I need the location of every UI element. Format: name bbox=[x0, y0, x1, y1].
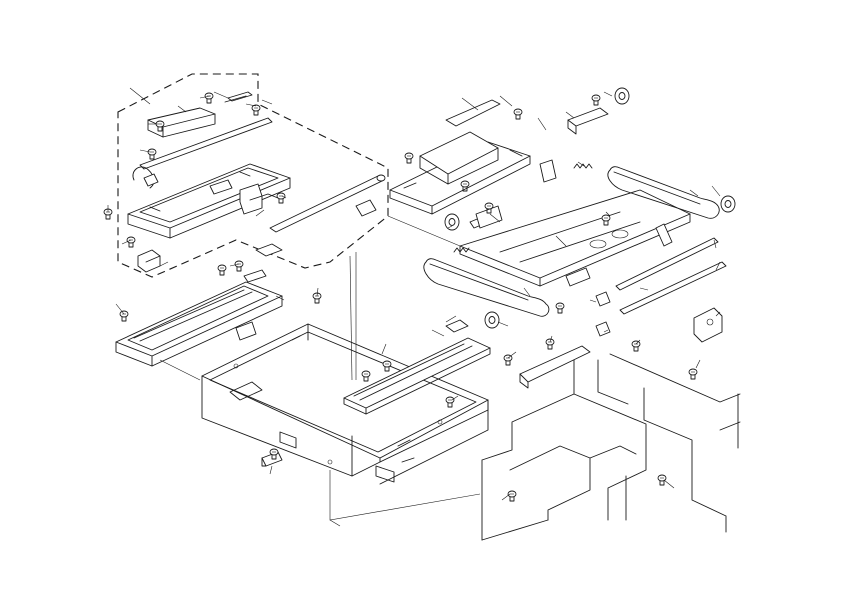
callout-leader-line bbox=[689, 189, 699, 197]
callout-leader-line bbox=[603, 91, 613, 97]
callout-leader-line bbox=[711, 185, 721, 197]
callout-leader-line bbox=[316, 287, 319, 297]
screw-icon bbox=[217, 264, 227, 276]
callout-leader-line bbox=[115, 303, 125, 315]
callout-leader-line bbox=[635, 339, 641, 345]
screw-icon bbox=[361, 370, 371, 382]
callout-leader-line bbox=[501, 493, 511, 501]
timing-belt-icon bbox=[423, 166, 720, 317]
screw-icon bbox=[484, 202, 494, 214]
callout-leader-line bbox=[447, 225, 453, 229]
screw-icon bbox=[591, 94, 601, 106]
callout-leader-line bbox=[589, 299, 597, 303]
screw-icon bbox=[631, 340, 641, 352]
screw-icon bbox=[126, 236, 136, 248]
screw-icon bbox=[119, 310, 129, 322]
callout-leader-line bbox=[229, 263, 240, 267]
callout-leader-line bbox=[159, 261, 169, 267]
callout-leader-line bbox=[715, 311, 721, 317]
callout-leader-line bbox=[255, 209, 265, 217]
callout-leader-line bbox=[663, 479, 675, 489]
callout-leader-line bbox=[555, 235, 567, 247]
callout-leader-line bbox=[639, 287, 649, 291]
screw-icon bbox=[269, 448, 279, 460]
subassembly-boundary bbox=[117, 73, 389, 278]
screw-icon bbox=[555, 302, 565, 314]
screw-icon bbox=[234, 260, 244, 272]
callout-leader-line bbox=[139, 149, 151, 153]
frame-icon bbox=[201, 323, 489, 485]
scanner-housing bbox=[389, 99, 531, 215]
screw-icon bbox=[460, 180, 470, 192]
callout-leader-line bbox=[199, 95, 211, 99]
callout-leader-line bbox=[275, 295, 285, 301]
screw-icon bbox=[445, 396, 455, 408]
callout-leader-line bbox=[713, 239, 717, 249]
callout-leader-line bbox=[605, 211, 611, 217]
callout-leader-line bbox=[431, 329, 445, 337]
scanner-slide-plate bbox=[343, 319, 491, 415]
callout-leader-line bbox=[245, 103, 257, 107]
callout-leader-line bbox=[177, 105, 187, 113]
callout-leader-line bbox=[461, 97, 479, 111]
screw-icon bbox=[147, 148, 157, 160]
callout-leader-line bbox=[507, 351, 517, 359]
callout-leader-line bbox=[577, 161, 585, 167]
callout-leader-line bbox=[497, 321, 509, 327]
screw-icon bbox=[507, 490, 517, 502]
gear-icon bbox=[444, 87, 736, 329]
callout-leader-line bbox=[445, 315, 457, 323]
callout-leader-line bbox=[281, 195, 287, 199]
bracket-icon bbox=[261, 107, 611, 467]
callout-leader-line bbox=[549, 335, 553, 343]
callout-leader-line bbox=[603, 329, 609, 333]
callout-leader-line bbox=[381, 343, 387, 355]
screw-icon bbox=[382, 360, 392, 372]
screw-icon bbox=[545, 338, 555, 350]
callout-leader-line bbox=[695, 359, 701, 369]
callout-leader-line bbox=[129, 87, 151, 105]
guide-rail-icon bbox=[255, 174, 386, 257]
callout-leader-line bbox=[523, 287, 531, 297]
callout-leader-line bbox=[121, 239, 132, 245]
callout-leader-line bbox=[261, 99, 273, 105]
assembly-leaders bbox=[159, 215, 481, 527]
screw-icon bbox=[251, 104, 261, 116]
screw-icon bbox=[404, 152, 414, 164]
sensor-icon bbox=[693, 307, 723, 343]
lower-right-chassis bbox=[481, 345, 741, 541]
callout-leader-line bbox=[451, 395, 459, 401]
callout-leader-line bbox=[213, 91, 229, 99]
screw-icon bbox=[204, 92, 214, 104]
screw-icon bbox=[688, 368, 698, 380]
callout-leaders bbox=[107, 87, 721, 501]
guide-rail-icon-right bbox=[615, 237, 727, 315]
screw-icon bbox=[657, 474, 667, 486]
spring-icon bbox=[453, 163, 593, 253]
callout-leader-line bbox=[537, 117, 547, 131]
callout-leader-line bbox=[269, 465, 273, 475]
screw-icon bbox=[513, 108, 523, 120]
callout-leader-line bbox=[489, 213, 501, 223]
callout-leader-line bbox=[565, 111, 575, 119]
first-carriage-assembly bbox=[127, 91, 291, 273]
screw-icon bbox=[601, 214, 611, 226]
callout-leader-line bbox=[715, 261, 721, 271]
screw-icon bbox=[503, 354, 513, 366]
screw-icon bbox=[276, 192, 286, 204]
callout-leader-line bbox=[499, 95, 513, 107]
